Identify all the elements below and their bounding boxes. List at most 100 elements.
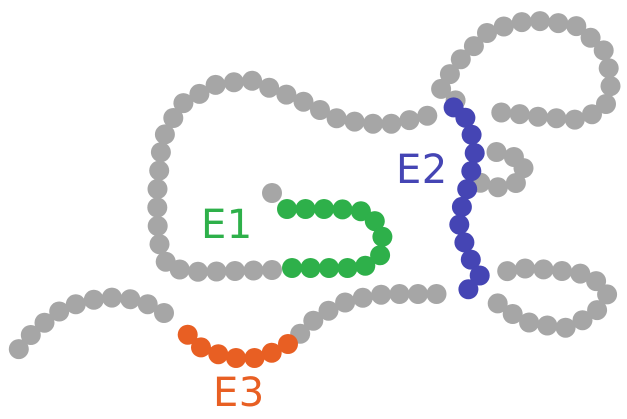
e2-bead xyxy=(451,196,472,217)
chain-bead xyxy=(450,49,471,70)
chain-bead xyxy=(555,317,576,338)
chain-bead xyxy=(120,289,141,310)
e3-bead xyxy=(278,334,298,354)
chain-segment xyxy=(431,11,621,130)
chain-segment xyxy=(8,287,174,360)
chain-bead xyxy=(505,173,526,193)
chain-bead xyxy=(262,183,282,203)
chain-bead xyxy=(173,93,194,114)
chain-bead xyxy=(431,78,452,99)
e1-bead xyxy=(337,258,358,278)
chain-bead xyxy=(318,300,339,321)
chain-bead xyxy=(564,109,585,130)
chain-bead xyxy=(587,300,608,321)
chain-bead xyxy=(572,310,593,331)
chain-bead xyxy=(426,284,447,304)
chain-bead xyxy=(276,84,297,105)
e2-bead xyxy=(457,179,478,200)
chain-bead xyxy=(344,111,365,132)
e2-bead xyxy=(455,107,476,128)
chain-bead xyxy=(155,251,176,272)
chain-bead xyxy=(598,58,619,79)
e2-bead xyxy=(461,161,482,182)
chain-bead xyxy=(548,13,569,34)
chain-segment xyxy=(487,258,618,338)
chain-bead xyxy=(34,312,55,333)
chain-bead xyxy=(530,11,550,32)
chain-bead xyxy=(509,104,530,125)
chain-bead xyxy=(463,36,484,57)
chain-bead xyxy=(150,142,171,163)
chain-bead xyxy=(487,293,508,314)
chain-bead xyxy=(147,197,168,218)
chain-bead xyxy=(259,77,280,98)
chain-bead xyxy=(497,261,518,282)
chain-bead xyxy=(580,27,601,48)
chain-bead xyxy=(149,234,170,255)
e2-bead xyxy=(464,143,485,164)
chain-bead xyxy=(486,142,507,162)
chain-bead xyxy=(223,72,244,93)
chain-bead xyxy=(154,303,174,323)
chain-bead xyxy=(326,108,347,129)
e3-bead xyxy=(226,348,246,368)
chain-bead xyxy=(417,105,438,126)
chain-bead xyxy=(189,83,210,104)
e1-bead xyxy=(355,255,376,276)
chain-bead xyxy=(528,106,548,127)
chain-segment xyxy=(147,70,438,282)
e1-bead xyxy=(332,199,353,220)
chain-bead xyxy=(533,259,554,280)
chain-bead xyxy=(582,104,602,125)
chain-bead xyxy=(399,110,420,131)
chain-bead xyxy=(586,271,607,292)
chain-bead xyxy=(20,325,41,345)
chain-bead xyxy=(101,287,122,308)
segment-e1 xyxy=(277,199,393,278)
chain-bead xyxy=(335,292,356,313)
e1-bead xyxy=(277,199,297,219)
chain-bead xyxy=(243,260,264,281)
e2-bead xyxy=(458,279,479,300)
e1-bead xyxy=(372,226,393,247)
chain-bead xyxy=(352,287,373,308)
chain-bead xyxy=(600,76,621,97)
chain-bead xyxy=(225,261,245,281)
chain-bead xyxy=(8,339,29,360)
chain-bead xyxy=(511,12,532,33)
chain-bead xyxy=(487,177,508,198)
e1-bead xyxy=(295,199,316,219)
e3-bead xyxy=(261,342,282,363)
chain-bead xyxy=(546,108,567,129)
chain-bead xyxy=(65,294,86,315)
chain-bead xyxy=(491,102,512,123)
chain-bead xyxy=(566,16,587,37)
e2-bead xyxy=(460,249,481,270)
chain-bead xyxy=(381,113,402,134)
chain-bead xyxy=(513,158,534,179)
chain-bead xyxy=(149,160,170,181)
chain-segment xyxy=(290,284,447,344)
e2-bead xyxy=(469,265,490,286)
chain-bead xyxy=(477,23,497,43)
e3-bead xyxy=(244,348,265,368)
chain-bead xyxy=(596,94,616,114)
segment-e3 xyxy=(177,324,298,368)
e1-bead xyxy=(319,258,339,278)
chain-bead xyxy=(293,91,314,112)
chain-bead xyxy=(537,315,558,336)
e2-bead xyxy=(461,124,482,145)
e3-bead xyxy=(191,337,211,358)
chain-bead xyxy=(188,261,208,282)
label-e3: E3 xyxy=(213,370,265,416)
chain-bead xyxy=(154,124,175,145)
e3-bead xyxy=(177,324,198,345)
chain-bead xyxy=(310,100,330,120)
chain-bead xyxy=(371,284,392,305)
segment-e2 xyxy=(443,97,490,300)
e3-bead xyxy=(208,344,229,365)
chain-bead xyxy=(205,74,226,95)
chain-bead xyxy=(303,310,324,331)
e1-bead xyxy=(370,245,391,266)
chain-bead xyxy=(502,304,523,324)
